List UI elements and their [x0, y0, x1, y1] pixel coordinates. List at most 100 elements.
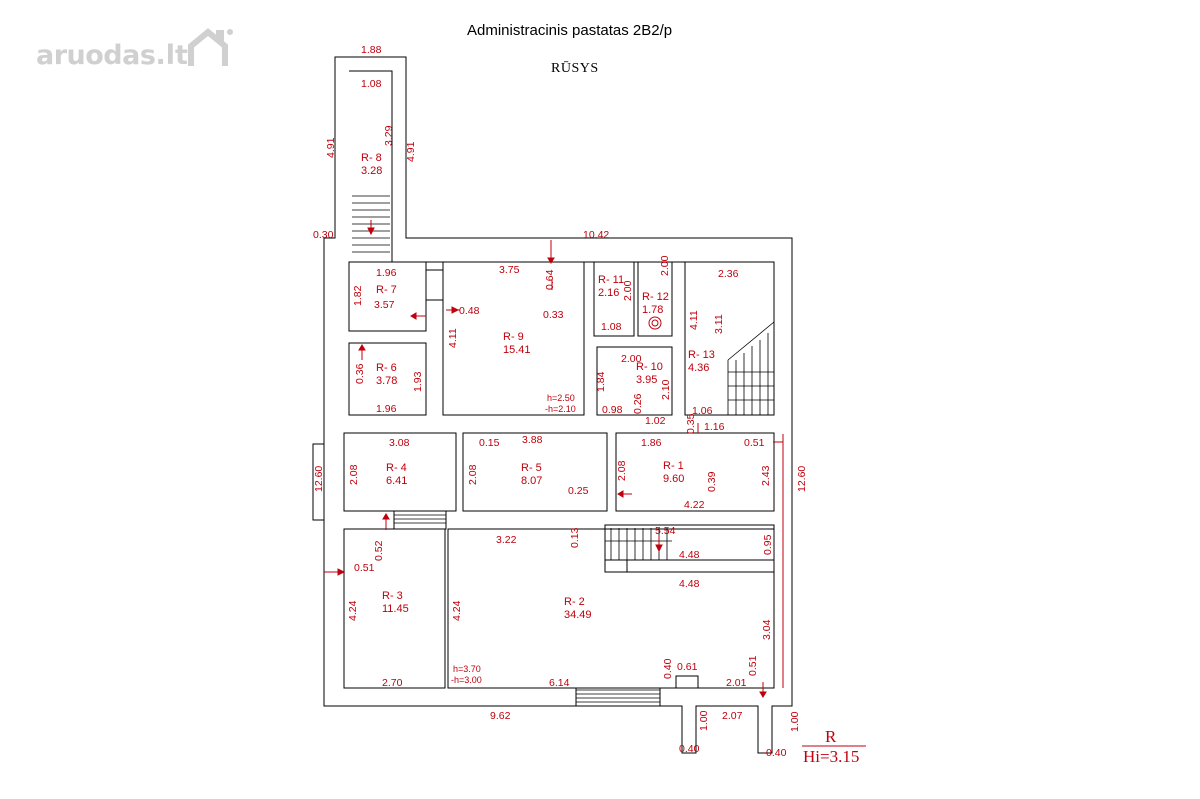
- dim-label: 4.11: [447, 328, 459, 348]
- room-area: 4.36: [688, 362, 709, 374]
- dim-label: 2.00: [659, 255, 671, 276]
- dim-label: 0.35: [685, 413, 697, 434]
- room-area: 15.41: [503, 344, 531, 356]
- room-label: R- 1: [663, 460, 684, 472]
- dim-label: 12.60: [313, 466, 325, 492]
- dim-label: 4.91: [325, 137, 337, 158]
- dim-label: 4.91: [405, 141, 417, 162]
- room-r10: R- 10 3.95: [636, 361, 663, 386]
- room-r9: R- 9 15.41 h=2.50 -h=2.10: [503, 331, 576, 414]
- dim-label: 1.08: [361, 78, 382, 90]
- dim-label: 0.36: [354, 363, 366, 384]
- height-label: h=3.70: [453, 664, 481, 674]
- room-r4: R- 4 6.41: [386, 462, 407, 487]
- room-r11: R- 11 2.16: [598, 274, 624, 299]
- room-area: 6.41: [386, 475, 407, 487]
- legend: R Hi=3.15: [802, 727, 866, 766]
- dim-label: 2.36: [718, 268, 739, 280]
- dim-label: 3.04: [761, 619, 773, 640]
- dim-label: 0.51: [747, 655, 759, 676]
- logo-tld: lt: [165, 40, 188, 71]
- dim-label: 4.11: [688, 310, 700, 330]
- dim-label: 3.57: [374, 299, 395, 311]
- dim-label: 0.95: [762, 534, 774, 555]
- dim-label: 1.00: [698, 710, 710, 731]
- room-area: 11.45: [382, 603, 409, 615]
- dim-label: 0.64: [544, 269, 556, 290]
- dim-label: 9.62: [490, 710, 511, 722]
- dim-label: 4.24: [347, 600, 359, 621]
- dim-label: 3.11: [713, 314, 725, 334]
- page-title: Administracinis pastatas 2B2/p: [467, 22, 673, 39]
- dim-label: 1.06: [692, 405, 713, 417]
- dim-label: 1.88: [361, 44, 382, 56]
- dim-label: 2.08: [616, 460, 628, 481]
- dim-label: 0.25: [568, 485, 589, 497]
- room-area: 3.28: [361, 165, 382, 177]
- dim-label: 5.54: [655, 525, 676, 537]
- room-area: 2.16: [598, 287, 619, 299]
- room-label: R- 11: [598, 274, 624, 286]
- room-area: 3.78: [376, 375, 397, 387]
- dim-label: 1.00: [789, 711, 801, 732]
- dim-label: 3.29: [383, 125, 395, 146]
- dim-label: 4.24: [451, 600, 463, 621]
- room-label: R- 8: [361, 152, 382, 164]
- dim-label: 2.10: [660, 379, 672, 400]
- dim-label: 2.08: [348, 464, 360, 485]
- room-area: 34.49: [564, 609, 592, 621]
- dim-label: 10.42: [583, 229, 609, 241]
- dim-label: 1.93: [412, 371, 424, 392]
- dim-label: 0.61: [677, 661, 698, 673]
- dim-label: 1.96: [376, 403, 397, 415]
- room-label: R- 3: [382, 590, 403, 602]
- dim-label: 1.82: [352, 285, 364, 306]
- dim-label: 6.14: [549, 677, 570, 689]
- room-label: R- 13: [688, 349, 715, 361]
- logo-wordmark: aruodas: [36, 40, 156, 71]
- room-label: R- 12: [642, 291, 669, 303]
- floor-subtitle: RŪSYS: [551, 61, 599, 76]
- dim-label: 3.88: [522, 434, 543, 446]
- dim-label: 0.40: [662, 658, 674, 679]
- room-r1: R- 1 9.60: [663, 460, 684, 485]
- dim-label: 2.00: [622, 280, 634, 301]
- room-r8: R- 8 3.28: [361, 152, 382, 177]
- height-label: -h=2.10: [545, 404, 576, 414]
- dim-label: 0.98: [602, 404, 623, 416]
- dimension-lines: [324, 220, 784, 698]
- room-area: 3.95: [636, 374, 657, 386]
- dim-label: 3.08: [389, 437, 410, 449]
- dim-label: 0.52: [373, 540, 385, 561]
- dimension-labels: 1.88 1.08 3.29 4.91 4.91 0.30 10.42 1.96…: [313, 44, 808, 759]
- dim-label: 3.22: [496, 534, 517, 546]
- room-label: R- 2: [564, 596, 585, 608]
- room-label: R- 9: [503, 331, 524, 343]
- room-label: R- 4: [386, 462, 407, 474]
- dim-label: 1.16: [704, 421, 725, 433]
- room-r7: R- 7: [376, 284, 397, 296]
- height-label: -h=3.00: [451, 675, 482, 685]
- dim-label: 1.86: [641, 437, 662, 449]
- dim-label: 3.75: [499, 264, 520, 276]
- dim-label: 0.30: [313, 229, 334, 241]
- dim-label: 4.48: [679, 578, 700, 590]
- dim-label: 1.02: [645, 415, 666, 427]
- dim-label: 0.13: [569, 527, 581, 548]
- room-label: R- 7: [376, 284, 397, 296]
- room-r2: R- 2 34.49 h=3.70 -h=3.00: [451, 596, 592, 685]
- dim-label: 0.26: [632, 393, 644, 414]
- room-labels: R- 8 3.28 R- 7 R- 6 3.78 R- 9 15.41 h=2.…: [361, 152, 715, 685]
- room-area: 8.07: [521, 475, 542, 487]
- stairs: [352, 195, 775, 703]
- dim-label: 0.39: [706, 471, 718, 492]
- room-r3: R- 3 11.45: [382, 590, 409, 615]
- dim-label: 2.00: [621, 353, 642, 365]
- room-r12: R- 12 1.78: [642, 291, 669, 316]
- room-label: R- 10: [636, 361, 663, 373]
- dim-label: 1.08: [601, 321, 622, 333]
- room-area: 9.60: [663, 473, 684, 485]
- dim-label: 0.51: [354, 562, 375, 574]
